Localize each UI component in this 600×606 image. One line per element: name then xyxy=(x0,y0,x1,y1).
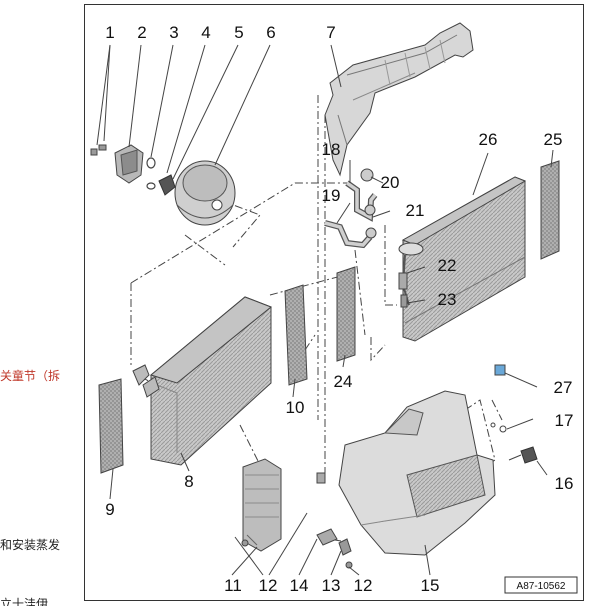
callout-27: 27 xyxy=(554,378,573,397)
diagram-frame: 1 2 3 4 5 6 7 8 9 10 11 12 13 14 15 16 1… xyxy=(84,4,584,601)
callout-9: 9 xyxy=(105,500,114,519)
blower-motor xyxy=(174,160,236,226)
grille-left xyxy=(98,378,124,474)
exploded-parts-diagram: 1 2 3 4 5 6 7 8 9 10 11 12 13 14 15 16 1… xyxy=(90,22,578,595)
callout-14: 14 xyxy=(290,576,309,595)
assembly-lines xyxy=(130,95,503,476)
callout-20: 20 xyxy=(381,173,400,192)
callout-5: 5 xyxy=(234,23,243,42)
callout-17: 17 xyxy=(555,411,574,430)
callout-7: 7 xyxy=(326,23,335,42)
callout-23: 23 xyxy=(438,290,457,309)
grille-center xyxy=(284,284,308,386)
callout-22: 22 xyxy=(438,256,457,275)
side-text-2: 和安装蒸发 xyxy=(0,538,61,552)
callout-2: 2 xyxy=(137,23,146,42)
callout-24: 24 xyxy=(334,372,353,391)
callout-numbers: 1 2 3 4 5 6 7 8 9 10 11 12 13 14 15 16 1… xyxy=(105,23,573,595)
evaporator-left xyxy=(132,296,272,466)
housing xyxy=(316,390,496,556)
callout-10: 10 xyxy=(286,398,305,417)
cover-cap xyxy=(242,458,282,552)
callout-15: 15 xyxy=(421,576,440,595)
center-filter xyxy=(336,266,356,362)
side-text-3: 立十洼伊 xyxy=(0,597,49,606)
callout-13: 13 xyxy=(322,576,341,595)
callout-12-second: 12 xyxy=(354,576,373,595)
callout-11: 11 xyxy=(224,576,242,595)
reference-code: A87-10562 xyxy=(517,581,566,592)
callout-4: 4 xyxy=(201,23,210,42)
grille-right xyxy=(540,160,560,260)
callout-8: 8 xyxy=(184,472,193,491)
callout-12: 12 xyxy=(259,576,278,595)
cover-frame xyxy=(324,22,474,177)
leader-lines xyxy=(96,44,554,576)
callout-25: 25 xyxy=(544,130,563,149)
callout-26: 26 xyxy=(479,130,498,149)
callout-3: 3 xyxy=(169,23,178,42)
callout-18: 18 xyxy=(322,140,341,159)
callout-1: 1 xyxy=(105,23,114,42)
side-text-1: 关童节（拆 xyxy=(0,369,61,383)
callout-21: 21 xyxy=(406,201,425,220)
evaporator-right xyxy=(398,176,527,342)
small-parts-bottom xyxy=(241,364,538,569)
callout-6: 6 xyxy=(266,23,275,42)
callout-19: 19 xyxy=(322,186,341,205)
hoses xyxy=(324,168,378,249)
callout-16: 16 xyxy=(555,474,574,493)
reference-box: A87-10562 xyxy=(504,576,578,594)
small-parts-top-left xyxy=(90,144,176,196)
